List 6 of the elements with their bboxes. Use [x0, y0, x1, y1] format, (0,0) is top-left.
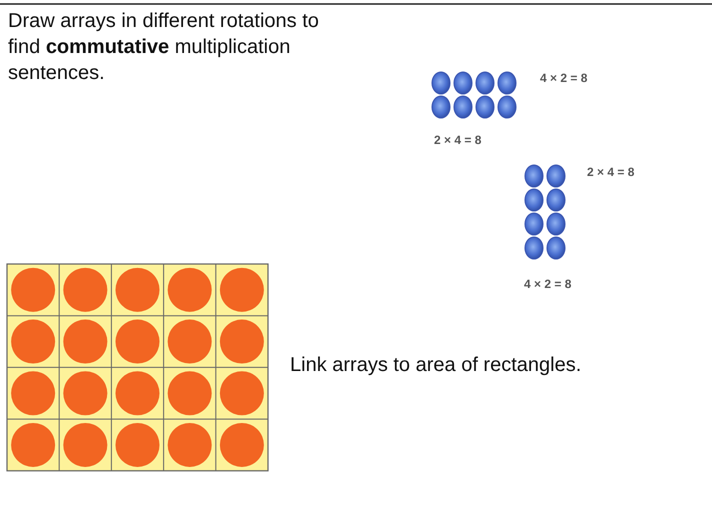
equation-text: 4 × 2 = 8	[540, 71, 588, 85]
instruction-text: Link arrays to area of rectangles.	[290, 353, 582, 378]
equation-text: 4 × 2 = 8	[524, 277, 572, 291]
equation-text: 2 × 4 = 8	[434, 133, 482, 147]
instruction-text: Draw arrays in different rotations to find commutative multiplication sentences.	[8, 9, 320, 86]
equation-text: 2 × 4 = 8	[587, 165, 634, 179]
